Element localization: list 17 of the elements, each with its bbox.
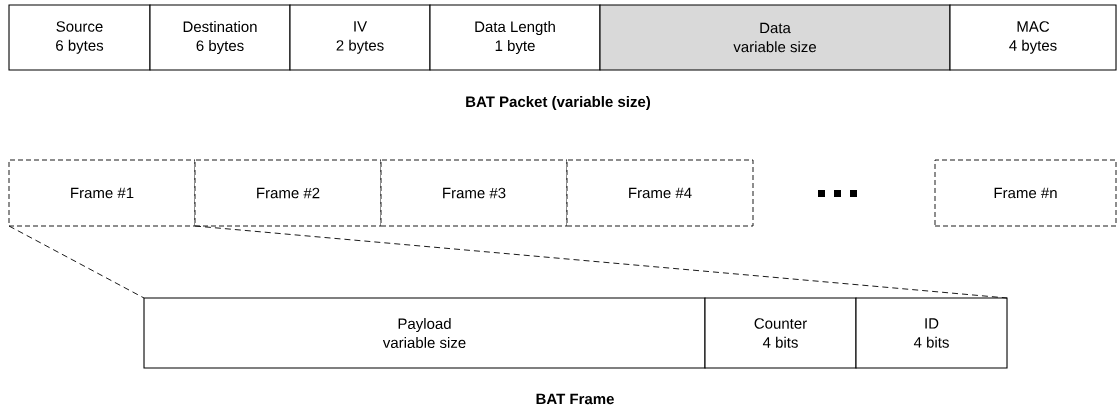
- caption: BAT Frame: [536, 393, 614, 405]
- frame-cell: Frame #n: [934, 159, 1117, 227]
- field-cell: Destination 6 bytes: [149, 4, 291, 71]
- field-cell: MAC 4 bytes: [949, 4, 1117, 71]
- field-cell: Data Length 1 byte: [429, 4, 601, 71]
- frame-cell: Frame #1: [8, 159, 196, 227]
- caption: BAT Packet (variable size): [466, 96, 651, 110]
- field-cell: IV 2 bytes: [289, 4, 431, 71]
- field-cell: Source 6 bytes: [8, 4, 151, 71]
- leader-line: [8, 225, 145, 299]
- field-cell: Data variable size: [599, 4, 951, 71]
- leader-line: [194, 225, 1008, 299]
- field-cell: ID 4 bits: [855, 297, 1008, 369]
- field-cell: Counter 4 bits: [704, 297, 857, 369]
- frame-cell: Frame #2: [194, 159, 382, 227]
- frame-cell: Frame #3: [380, 159, 568, 227]
- frame-cell: Frame #4: [566, 159, 754, 227]
